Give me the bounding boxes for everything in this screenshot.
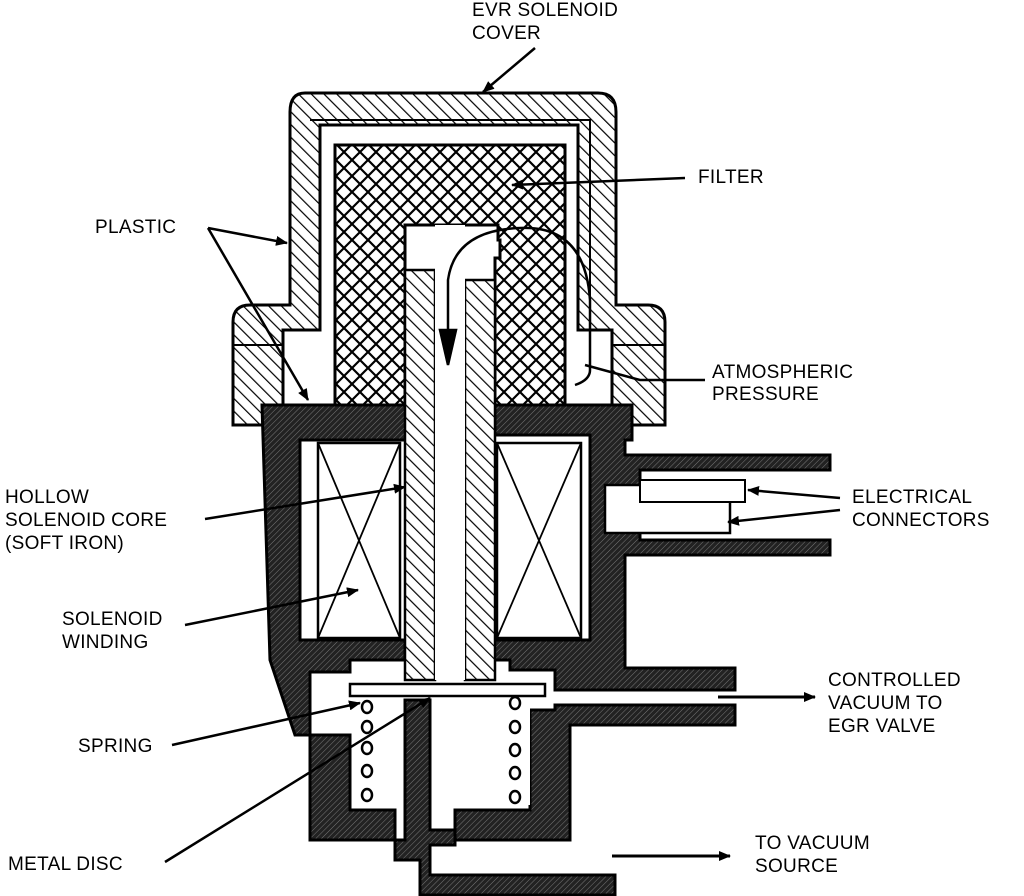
- svg-text:METAL DISC: METAL DISC: [8, 854, 123, 875]
- svg-text:COVER: COVER: [472, 23, 541, 44]
- electrical-connectors: [603, 479, 746, 535]
- svg-text:SOLENOID: SOLENOID: [62, 609, 163, 630]
- airflow-arrow: [438, 226, 592, 387]
- solenoid-winding-right: [495, 441, 583, 640]
- label-solenoid-winding: SOLENOID WINDING: [62, 609, 163, 653]
- plastic-cover: [231, 91, 667, 427]
- svg-text:FILTER: FILTER: [698, 167, 764, 188]
- label-metal-disc: METAL DISC: [8, 854, 123, 875]
- svg-text:SPRING: SPRING: [78, 736, 153, 757]
- label-atmospheric-pressure: ATMOSPHERIC PRESSURE: [712, 362, 853, 405]
- svg-text:VACUUM TO: VACUUM TO: [828, 693, 943, 714]
- leader-lines: [164, 47, 841, 864]
- svg-text:PLASTIC: PLASTIC: [95, 217, 176, 238]
- svg-text:EVR SOLENOID: EVR SOLENOID: [472, 0, 618, 21]
- svg-text:EGR VALVE: EGR VALVE: [828, 716, 936, 737]
- metal-disc: [348, 682, 547, 698]
- label-filter: FILTER: [698, 167, 764, 188]
- svg-text:SOURCE: SOURCE: [755, 856, 838, 877]
- spring-right: [500, 695, 530, 805]
- hollow-solenoid-core: [403, 225, 497, 682]
- label-plastic: PLASTIC: [95, 217, 176, 238]
- label-spring: SPRING: [78, 736, 153, 757]
- svg-text:HOLLOW: HOLLOW: [5, 487, 89, 508]
- svg-text:CONNECTORS: CONNECTORS: [852, 510, 990, 531]
- label-evr-cover: EVR SOLENOID COVER: [472, 0, 618, 44]
- svg-text:(SOFT IRON): (SOFT IRON): [5, 533, 124, 554]
- spring-left: [355, 699, 395, 805]
- svg-text:ATMOSPHERIC: ATMOSPHERIC: [712, 362, 853, 383]
- svg-text:SOLENOID CORE: SOLENOID CORE: [5, 510, 167, 531]
- svg-text:PRESSURE: PRESSURE: [712, 384, 819, 405]
- label-hollow-core: HOLLOW SOLENOID CORE (SOFT IRON): [5, 487, 167, 554]
- label-controlled-vacuum: CONTROLLED VACUUM TO EGR VALVE: [828, 670, 961, 737]
- flow-arrows: [612, 692, 816, 861]
- svg-text:WINDING: WINDING: [62, 632, 149, 653]
- svg-text:ELECTRICAL: ELECTRICAL: [852, 487, 972, 508]
- svg-text:CONTROLLED: CONTROLLED: [828, 670, 961, 691]
- solenoid-winding-left: [316, 441, 402, 640]
- svg-text:TO VACUUM: TO VACUUM: [755, 833, 870, 854]
- label-electrical-connectors: ELECTRICAL CONNECTORS: [852, 487, 990, 531]
- label-vacuum-source: TO VACUUM SOURCE: [755, 833, 870, 877]
